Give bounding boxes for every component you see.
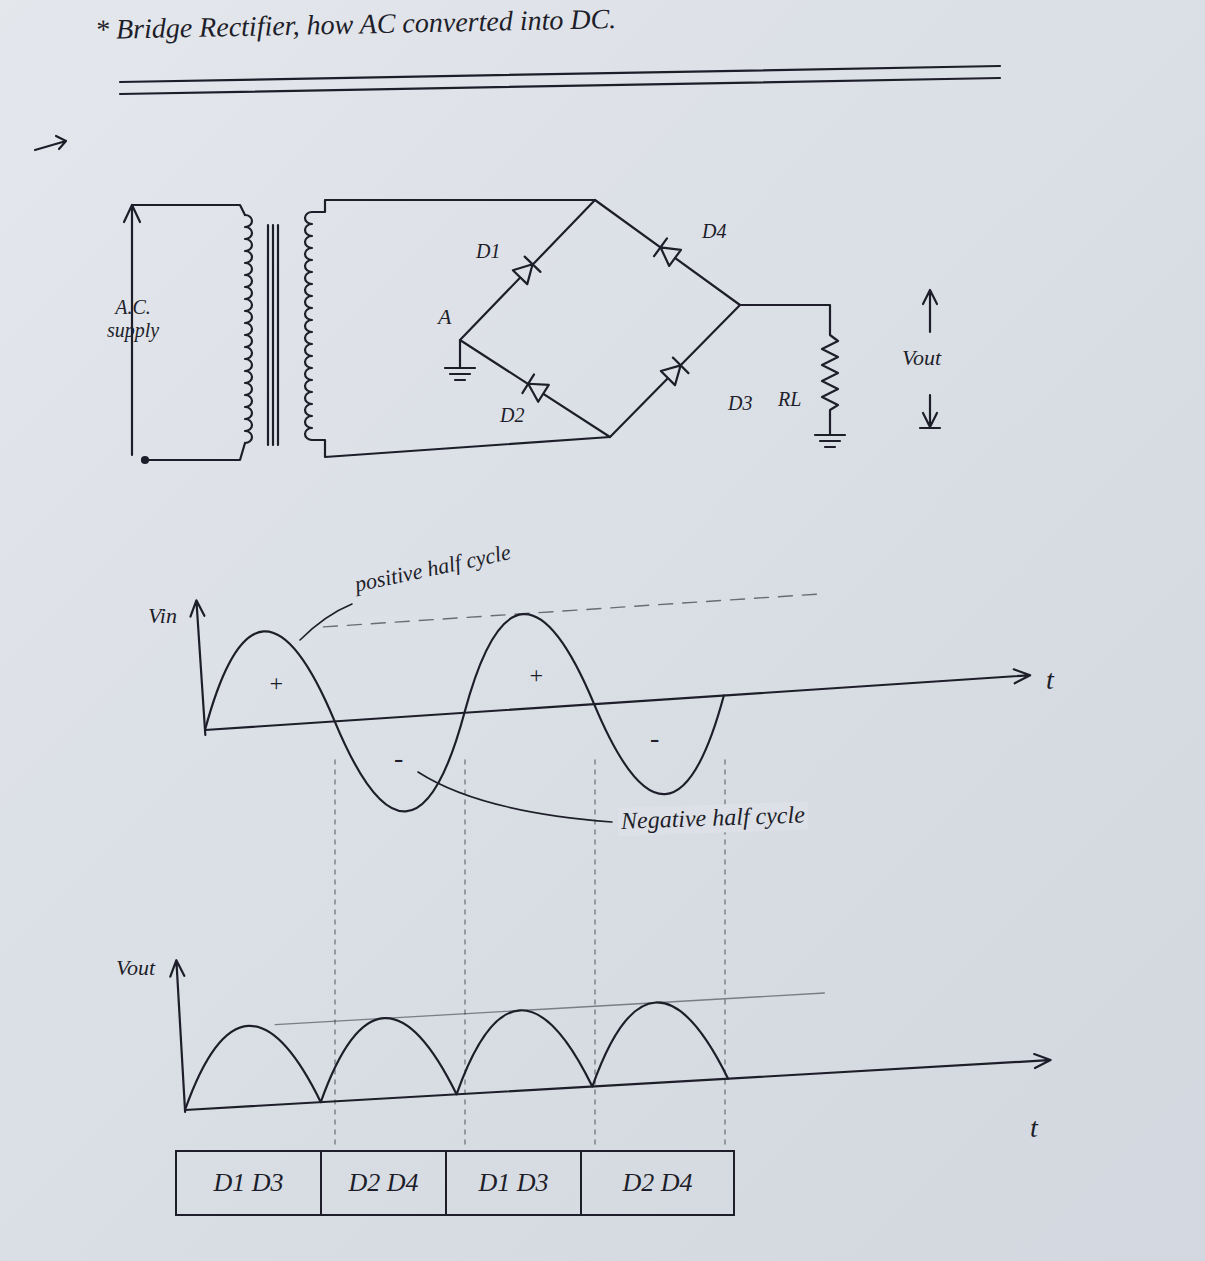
secondary-wire [312, 200, 610, 457]
diode-label: D1 [476, 240, 500, 263]
diode-symbol [522, 374, 549, 402]
secondary-coil [305, 212, 312, 440]
diode-label: D2 [500, 404, 524, 427]
conduction-cell: D1 D3 [445, 1150, 582, 1216]
ground-symbol [445, 340, 475, 380]
output-graph [169, 910, 1051, 1117]
diode-pair-text: D1 D3 [478, 1168, 548, 1198]
polarity-sign: + [268, 670, 284, 698]
transformer-core [268, 225, 278, 445]
conduction-cell: D1 D3 [175, 1150, 322, 1216]
time-axis [185, 1053, 1051, 1117]
rectified-wave [180, 999, 728, 1110]
resistor-symbol [740, 305, 845, 447]
input-graph [189, 545, 1036, 824]
diode-symbol [512, 257, 540, 285]
terminal-dot [142, 457, 148, 463]
axis-label: t [1030, 1112, 1038, 1144]
axis-label: Vout [116, 955, 155, 980]
time-axis [205, 668, 1031, 737]
diode-label: D4 [702, 220, 726, 243]
primary-coil [245, 215, 252, 443]
diode-symbol [654, 238, 681, 266]
voltage-label: Vout [902, 345, 941, 370]
diode-pair-text: D1 D3 [213, 1168, 283, 1198]
bridge-wires [460, 200, 740, 437]
peak-line [323, 594, 822, 627]
leader-line [418, 772, 612, 822]
resistor-label: RL [778, 388, 801, 411]
polarity-sign: - [394, 742, 403, 774]
peak-line [275, 993, 824, 1025]
wave-callout: positive half cycle [352, 539, 513, 597]
diode-label: D3 [728, 392, 752, 415]
conduction-cell: D2 D4 [320, 1150, 447, 1216]
diode-symbol [660, 358, 688, 386]
node-label: A [438, 304, 451, 329]
diode-pair-text: D2 D4 [348, 1168, 418, 1198]
page-title: * Bridge Rectifier, how AC converted int… [95, 3, 617, 46]
bullet-arrow [35, 136, 66, 150]
wave-callout: Negative half cycle [618, 801, 809, 835]
axis-label: t [1046, 664, 1054, 696]
polarity-sign: + [528, 662, 544, 690]
diode-pair-text: D2 D4 [622, 1168, 692, 1198]
axis-label: Vin [148, 603, 177, 628]
title-underline [120, 66, 1000, 94]
vout-axis [169, 960, 192, 1113]
polarity-sign: - [650, 722, 659, 754]
conduction-cell: D2 D4 [580, 1150, 735, 1216]
leader-line [300, 604, 352, 640]
supply-label: A.C. supply [92, 296, 174, 342]
